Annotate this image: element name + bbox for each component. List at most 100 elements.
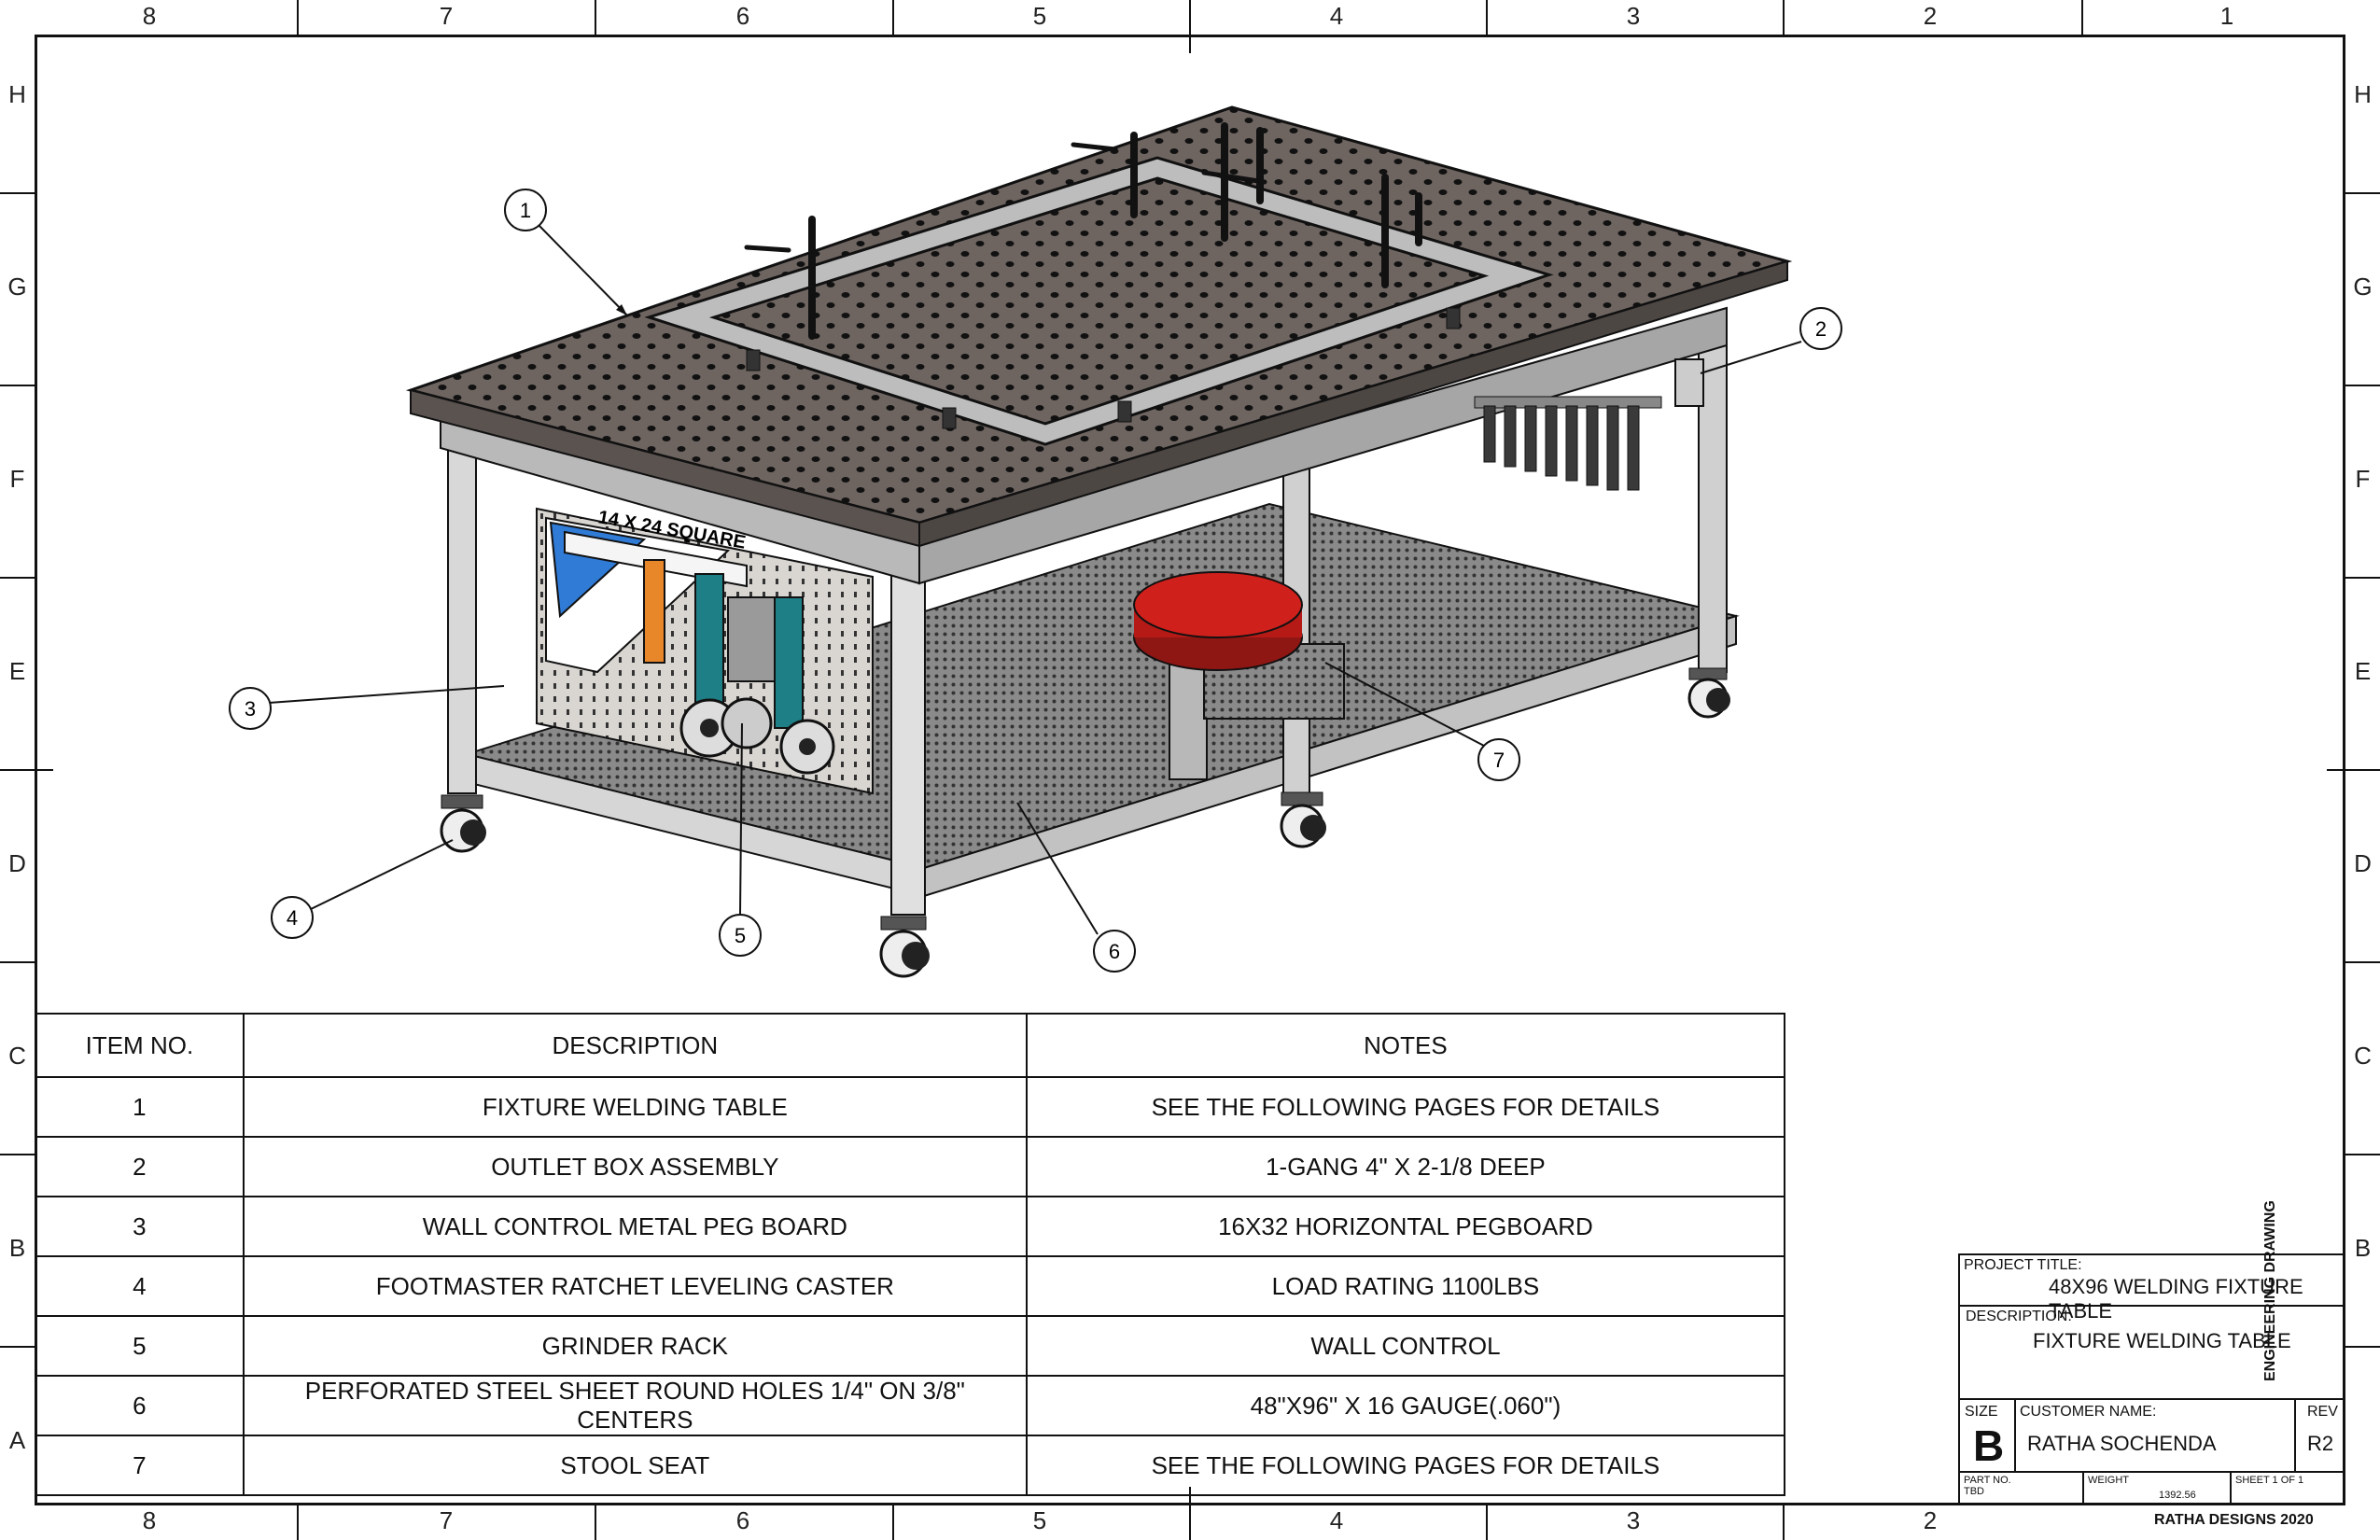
zone-row-g: G (2353, 273, 2373, 301)
bom-row: 1 FIXTURE WELDING TABLE SEE THE FOLLOWIN… (35, 1076, 1786, 1138)
zone-col-7: 7 (439, 2, 454, 30)
zone-col-2: 2 (1923, 2, 1938, 30)
stool-seat (1133, 571, 1345, 780)
weight-cell: WEIGHT 1392.56 (2082, 1471, 2232, 1505)
casters (440, 667, 1730, 978)
engineering-drawing-label: ENGINEERING DRAWING (2262, 1200, 2278, 1381)
zone-row-b: B (2354, 1234, 2372, 1262)
zone-row-e: E (2354, 657, 2372, 685)
bill-of-materials-table: ITEM NO. DESCRIPTION NOTES 1 FIXTURE WEL… (35, 1013, 1786, 1496)
fixture-frame (644, 122, 1554, 446)
balloon-4: 4 (271, 896, 314, 939)
part-no-cell: PART NO. TBD (1958, 1471, 2084, 1505)
zone-row-d: D (2354, 849, 2372, 877)
bom-description: FOOTMASTER RATCHET LEVELING CASTER (242, 1255, 1028, 1317)
bom-notes: 16X32 HORIZONTAL PEGBOARD (1025, 1196, 1786, 1257)
zone-row-h: H (8, 80, 26, 108)
zone-col-6: 6 (735, 2, 750, 30)
zone-row-h: H (2354, 80, 2372, 108)
bom-header-notes: NOTES (1025, 1013, 1786, 1078)
balloon-5: 5 (719, 914, 762, 957)
project-title-label: PROJECT TITLE: (1964, 1257, 2082, 1273)
bom-description: GRINDER RACK (242, 1315, 1028, 1377)
zone-col-3: 3 (1626, 2, 1641, 30)
table-top (405, 105, 1793, 548)
bom-item-no: 6 (35, 1375, 245, 1436)
hammer-icon (643, 559, 665, 664)
outlet-box-icon (1674, 358, 1704, 407)
zone-col-4: 4 (1329, 2, 1344, 30)
zone-row-e: E (8, 657, 26, 685)
zone-col-1: 1 (2219, 2, 2234, 30)
sheet-cell: SHEET 1 OF 1 (2230, 1471, 2345, 1505)
bom-notes: SEE THE FOLLOWING PAGES FOR DETAILS (1025, 1435, 1786, 1496)
bom-row: 3 WALL CONTROL METAL PEG BOARD 16X32 HOR… (35, 1196, 1786, 1257)
zone-col-3: 3 (1626, 1506, 1641, 1534)
zone-row-b: B (8, 1234, 26, 1262)
bom-row: 5 GRINDER RACK WALL CONTROL (35, 1315, 1786, 1377)
bom-header-description: DESCRIPTION (242, 1013, 1028, 1078)
project-title: 48X96 WELDING FIXTURE TABLE (2049, 1275, 2303, 1323)
bom-notes: LOAD RATING 1100LBS (1025, 1255, 1786, 1317)
zone-col-2: 2 (1923, 1506, 1938, 1534)
grinder-icon (774, 596, 804, 729)
bom-header-row: ITEM NO. DESCRIPTION NOTES (35, 1013, 1786, 1078)
zone-col-5: 5 (1032, 2, 1047, 30)
bom-item-no: 3 (35, 1196, 245, 1257)
size-value: B (1973, 1421, 2005, 1470)
bom-item-no: 1 (35, 1076, 245, 1138)
customer-cell: CUSTOMER NAME: RATHA SOCHENDA (2014, 1398, 2296, 1473)
bom-notes: SEE THE FOLLOWING PAGES FOR DETAILS (1025, 1076, 1786, 1138)
balloon-6-label: 6 (1109, 940, 1120, 963)
customer-label: CUSTOMER NAME: (2020, 1404, 2157, 1420)
weight-value: 1392.56 (2159, 1490, 2196, 1501)
description-value: FIXTURE WELDING TABLE (2033, 1329, 2291, 1352)
company-name: RATHA DESIGNS 2020 (2154, 1512, 2314, 1528)
part-no-label: PART NO. (1964, 1475, 2011, 1486)
zone-col-5: 5 (1032, 1506, 1047, 1534)
bom-row: 6 PERFORATED STEEL SHEET ROUND HOLES 1/4… (35, 1375, 1786, 1436)
bom-notes: 48"X96" X 16 GAUGE(.060") (1025, 1375, 1786, 1436)
rev-label: REV (2307, 1404, 2338, 1420)
zone-col-4: 4 (1329, 1506, 1344, 1534)
pegboard-assembly: 14 X 24 SQUARE (536, 507, 874, 795)
part-no-value: TBD (1964, 1486, 1984, 1497)
bom-item-no: 7 (35, 1435, 245, 1496)
sheet-value: SHEET 1 OF 1 (2235, 1475, 2304, 1486)
zone-col-7: 7 (439, 1506, 454, 1534)
grinder-icon (694, 573, 724, 715)
project-title-cell: PROJECT TITLE: 48X96 WELDING FIXTURE TAB… (1958, 1253, 2345, 1323)
bom-header-item: ITEM NO. (35, 1013, 245, 1078)
bom-row: 7 STOOL SEAT SEE THE FOLLOWING PAGES FOR… (35, 1435, 1786, 1496)
balloon-1: 1 (504, 189, 547, 231)
bom-description: STOOL SEAT (242, 1435, 1028, 1496)
clamp-rack (1474, 358, 1704, 491)
bom-item-no: 4 (35, 1255, 245, 1317)
lower-shelf (463, 502, 1740, 898)
bom-row: 2 OUTLET BOX ASSEMBLY 1-GANG 4" X 2-1/8 … (35, 1136, 1786, 1197)
zone-row-f: F (9, 465, 25, 493)
bom-notes: WALL CONTROL (1025, 1315, 1786, 1377)
bom-description: OUTLET BOX ASSEMBLY (242, 1136, 1028, 1197)
zone-row-f: F (2355, 465, 2371, 493)
zone-col-6: 6 (735, 1506, 750, 1534)
zone-row-g: G (7, 273, 27, 301)
balloon-6: 6 (1093, 930, 1136, 973)
balloon-3-label: 3 (245, 697, 256, 721)
balloon-3: 3 (229, 687, 272, 730)
size-cell: SIZE B (1958, 1398, 2016, 1473)
description-cell: DESCRIPTION: FIXTURE WELDING TABLE (1958, 1305, 2345, 1400)
zone-col-8: 8 (142, 1506, 157, 1534)
bom-notes: 1-GANG 4" X 2-1/8 DEEP (1025, 1136, 1786, 1197)
balloon-5-label: 5 (735, 924, 746, 947)
customer-value: RATHA SOCHENDA (2027, 1432, 2217, 1455)
bom-item-no: 2 (35, 1136, 245, 1197)
balloon-7: 7 (1477, 738, 1520, 781)
rev-value: R2 (2307, 1432, 2334, 1455)
bom-description: FIXTURE WELDING TABLE (242, 1076, 1028, 1138)
zone-row-a: A (8, 1426, 26, 1454)
rev-cell: REV R2 (2294, 1398, 2345, 1473)
weight-label: WEIGHT (2088, 1475, 2129, 1486)
zone-row-c: C (8, 1042, 26, 1070)
bom-item-no: 5 (35, 1315, 245, 1377)
